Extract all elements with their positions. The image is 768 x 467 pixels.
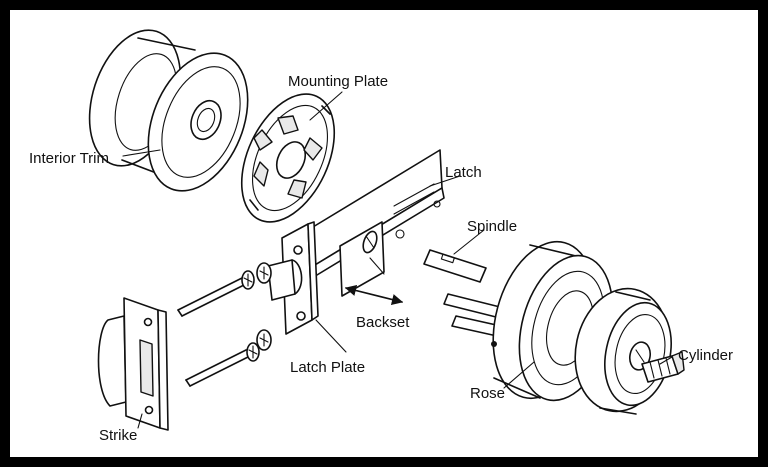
interior-trim-part xyxy=(88,29,249,192)
label-backset: Backset xyxy=(356,314,410,331)
label-latch-plate: Latch Plate xyxy=(290,359,365,376)
leader-lines xyxy=(122,91,673,429)
label-cylinder: Cylinder xyxy=(678,347,733,364)
key-part xyxy=(641,351,685,383)
diagram-frame: Interior Trim Mounting Plate Latch Spind… xyxy=(10,10,758,457)
screws-part xyxy=(177,262,272,387)
label-latch: Latch xyxy=(445,164,482,181)
label-spindle: Spindle xyxy=(467,218,517,235)
label-mounting-plate: Mounting Plate xyxy=(288,73,388,90)
label-strike: Strike xyxy=(99,427,137,444)
strike-part xyxy=(97,297,169,431)
backset-arrow xyxy=(344,285,404,305)
label-interior-trim: Interior Trim xyxy=(29,150,109,167)
door-knob-exploded-diagram: Interior Trim Mounting Plate Latch Spind… xyxy=(29,29,733,444)
mounting-plate-part xyxy=(240,93,336,223)
label-rose: Rose xyxy=(470,385,505,402)
latch-part xyxy=(267,149,445,335)
